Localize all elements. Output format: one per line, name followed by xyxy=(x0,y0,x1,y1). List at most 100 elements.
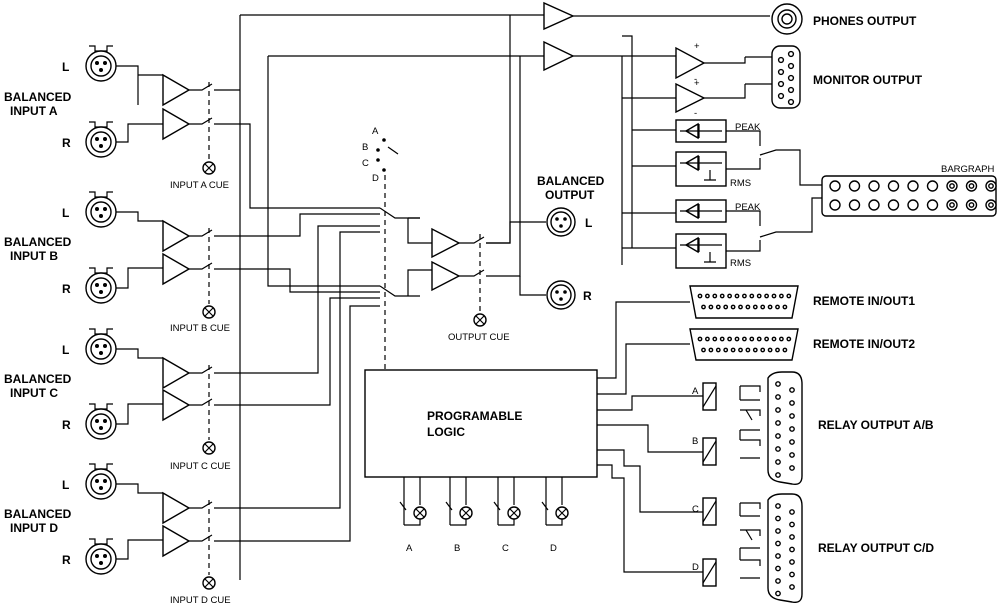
connector-pin xyxy=(829,180,841,192)
connector-pin xyxy=(782,347,788,353)
connector-pin xyxy=(926,199,939,211)
logic-lamp-d xyxy=(555,506,569,520)
connector-pin xyxy=(775,394,781,400)
input-a-cue-label: INPUT A CUE xyxy=(170,180,229,191)
connector-pin xyxy=(887,180,900,192)
connector-pin xyxy=(705,336,710,342)
connector-pin xyxy=(764,336,769,342)
connector-pin-inner xyxy=(968,183,975,189)
connector-pin xyxy=(745,347,751,353)
connector-pin-inner xyxy=(988,202,994,208)
monitor-plus-1: + xyxy=(694,41,700,52)
input-d-right-connector xyxy=(85,538,117,575)
input-b-right-amp xyxy=(162,252,191,286)
input-b-cue-label: INPUT B CUE xyxy=(170,323,230,334)
connector-pin xyxy=(775,304,780,310)
connector-pin xyxy=(764,293,769,299)
input-b-l: L xyxy=(62,206,69,220)
connector-pin xyxy=(719,293,725,299)
logic-lamp-b xyxy=(459,506,473,520)
connector-pin xyxy=(848,180,861,192)
relay-contacts xyxy=(739,385,761,579)
connector-pin xyxy=(723,347,729,353)
input-d-cue-label: INPUT D CUE xyxy=(170,595,231,603)
connector-pin xyxy=(738,304,743,310)
connector-pin xyxy=(734,336,740,342)
connector-pin xyxy=(775,407,781,413)
input-c-label-1: BALANCED xyxy=(4,372,72,386)
connector-pin xyxy=(775,565,781,572)
connector-pin xyxy=(789,387,795,393)
programmable-logic-block xyxy=(364,369,598,478)
connector-pin xyxy=(738,347,743,353)
balanced-output-right-connector xyxy=(546,280,576,310)
input-c-right-connector xyxy=(85,403,117,440)
input-d-label-2: INPUT D xyxy=(10,521,58,535)
output-left-amp xyxy=(431,227,461,259)
connector-pin xyxy=(708,304,714,310)
connector-pin xyxy=(829,199,841,211)
input-b-label-2: INPUT B xyxy=(10,249,58,263)
output-right-amp xyxy=(431,260,461,292)
connector-pin xyxy=(868,180,880,192)
connector-pin xyxy=(701,347,706,353)
peak-label-2: PEAK xyxy=(735,202,761,213)
connector-pin xyxy=(789,509,795,515)
connector-pin xyxy=(775,553,781,559)
connector-pin-inner xyxy=(968,202,975,208)
selector-label-d: D xyxy=(372,173,379,184)
connector-pin xyxy=(775,459,781,465)
balanced-output-l: L xyxy=(585,216,592,230)
output-cue-lamp xyxy=(473,313,487,327)
input-a-left-connector xyxy=(85,45,117,82)
connector-pin xyxy=(771,293,777,299)
connector-pin xyxy=(749,336,755,342)
connector-pin xyxy=(775,446,781,452)
input-b-r: R xyxy=(62,282,71,296)
connector-pin xyxy=(752,304,758,310)
monitor-connector xyxy=(771,45,801,109)
selector-label-c: C xyxy=(362,158,369,169)
logic-buttons xyxy=(399,477,569,526)
logic-button-c: C xyxy=(502,543,509,554)
input-d-label-1: BALANCED xyxy=(4,507,72,521)
input-c-right-amp xyxy=(162,388,191,422)
remote-2-label: REMOTE IN/OUT2 xyxy=(813,337,915,351)
connector-pin xyxy=(782,304,788,310)
connector-pin xyxy=(789,452,795,458)
logic-label-2: LOGIC xyxy=(427,425,465,439)
input-d-right-amp xyxy=(162,524,191,558)
input-c-r: R xyxy=(62,418,71,432)
connector-pin xyxy=(775,590,781,597)
input-c-cue-label: INPUT C CUE xyxy=(170,461,231,472)
bus-line xyxy=(239,14,544,580)
connector-pin xyxy=(697,293,703,299)
relay-label-b: B xyxy=(692,436,698,447)
input-a-cue-lamp xyxy=(202,161,216,175)
input-c-left-connector xyxy=(85,328,117,365)
connector-pin xyxy=(767,347,773,353)
connector-pin xyxy=(727,293,732,299)
monitor-right-amp xyxy=(675,82,706,114)
input-a-right-connector xyxy=(85,121,117,158)
output-stage xyxy=(407,15,546,327)
remote-1-label: REMOTE IN/OUT1 xyxy=(813,294,915,308)
connector-pin xyxy=(789,426,795,432)
connector-pin xyxy=(779,336,784,342)
connector-pin xyxy=(756,336,762,342)
remote-connectors xyxy=(597,285,799,395)
monitor-minus-2: - xyxy=(694,108,697,119)
connector-pin xyxy=(775,540,781,547)
selector-label-b: B xyxy=(362,142,368,153)
input-b xyxy=(85,191,240,319)
logic-button-b: B xyxy=(454,543,460,554)
rms-label-1: RMS xyxy=(730,178,751,189)
connector-pin xyxy=(789,534,795,540)
input-a-label-2: INPUT A xyxy=(10,104,58,118)
connector-pin xyxy=(745,304,751,310)
connector-pin xyxy=(775,347,780,353)
connector-pin xyxy=(767,304,773,310)
connector-pin xyxy=(789,584,795,590)
connector-pin xyxy=(775,515,781,522)
